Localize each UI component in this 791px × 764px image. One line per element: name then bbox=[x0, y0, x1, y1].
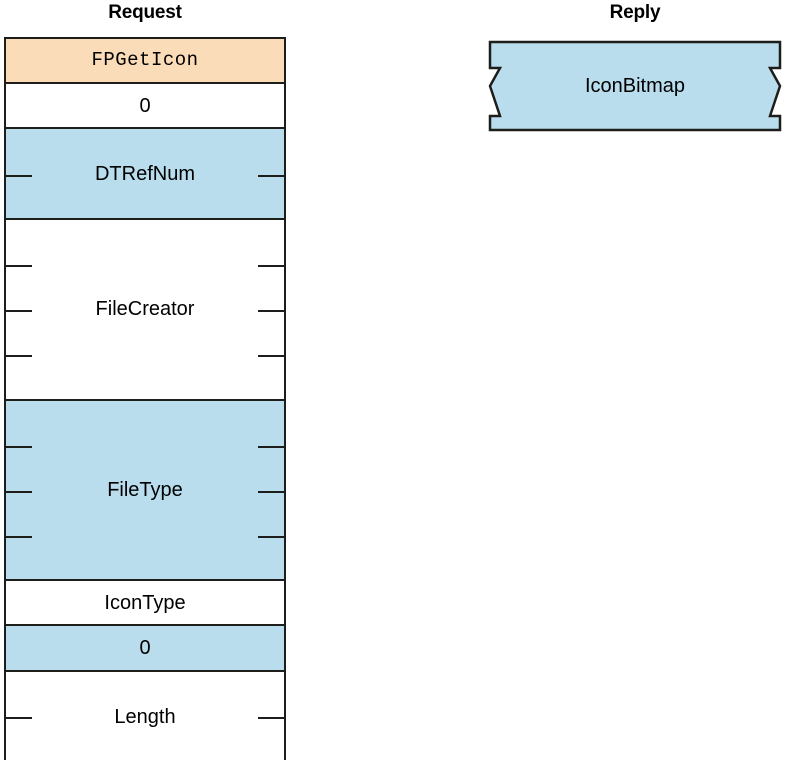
field-continuation-tick bbox=[6, 716, 32, 719]
field-continuation-tick bbox=[6, 490, 32, 493]
packet-field-label: Length bbox=[114, 705, 176, 728]
packet-field-row: FileType bbox=[6, 400, 284, 582]
packet-field-row: IconType bbox=[6, 581, 284, 627]
packet-field-row: 0 bbox=[6, 84, 284, 130]
field-continuation-tick bbox=[258, 445, 284, 448]
reply-packet-diagram: IconBitmap bbox=[484, 38, 786, 134]
packet-field-label: FPGetIcon bbox=[91, 49, 199, 72]
packet-field-label: 0 bbox=[139, 94, 151, 117]
packet-field-label: DTRefNum bbox=[94, 162, 195, 185]
field-continuation-tick bbox=[258, 490, 284, 493]
packet-field-label: FileType bbox=[107, 478, 183, 501]
packet-field-row: FileCreator bbox=[6, 219, 284, 401]
icon-bitmap-torn-shape bbox=[488, 40, 782, 132]
field-continuation-tick bbox=[258, 536, 284, 539]
field-continuation-tick bbox=[6, 310, 32, 313]
field-continuation-tick bbox=[258, 355, 284, 358]
field-continuation-tick bbox=[6, 445, 32, 448]
packet-field-row: DTRefNum bbox=[6, 129, 284, 220]
packet-field-row: Length bbox=[6, 671, 284, 762]
field-continuation-tick bbox=[6, 264, 32, 267]
packet-field-label: IconType bbox=[104, 591, 186, 614]
field-continuation-tick bbox=[258, 264, 284, 267]
packet-field-row: FPGetIcon bbox=[6, 39, 284, 85]
request-column-title: Request bbox=[108, 2, 182, 23]
field-continuation-tick bbox=[6, 355, 32, 358]
field-continuation-tick bbox=[6, 174, 32, 177]
packet-field-row: 0 bbox=[6, 626, 284, 672]
field-continuation-tick bbox=[258, 174, 284, 177]
field-continuation-tick bbox=[258, 716, 284, 719]
packet-field-label: FileCreator bbox=[95, 298, 195, 321]
field-continuation-tick bbox=[6, 536, 32, 539]
field-continuation-tick bbox=[258, 310, 284, 313]
packet-field-label: 0 bbox=[139, 637, 151, 660]
reply-column-title: Reply bbox=[609, 2, 661, 23]
